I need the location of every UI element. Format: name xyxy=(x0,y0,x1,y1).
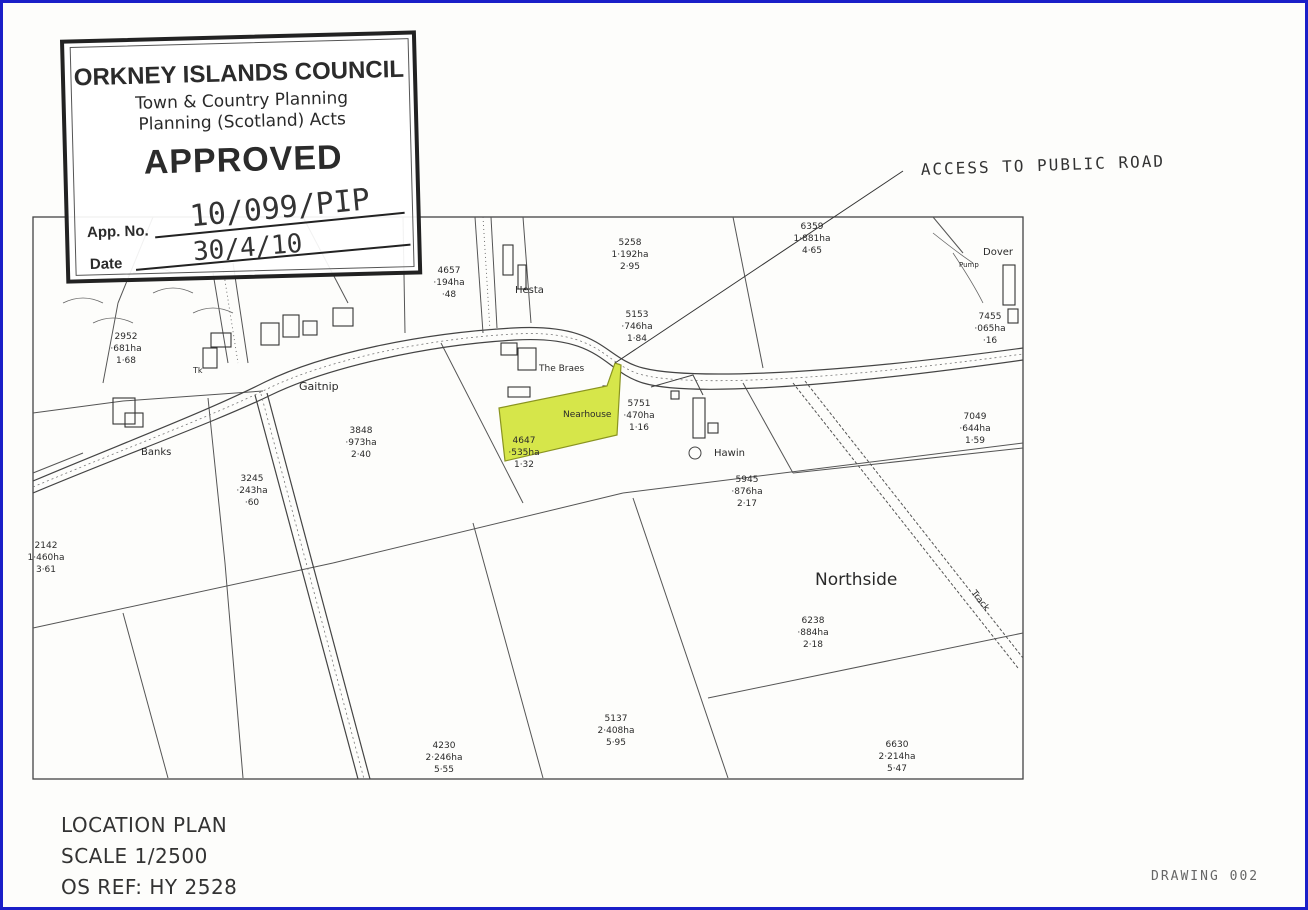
label-hawin: Hawin xyxy=(714,448,745,459)
parcel-3245: 3245·243ha·60 xyxy=(236,474,267,508)
label-banks: Banks xyxy=(141,447,171,458)
label-northside: Northside xyxy=(815,570,897,590)
map-border xyxy=(32,216,1024,780)
parcel-7455: 7455·065ha·16 xyxy=(974,312,1005,346)
access-annotation: ACCESS TO PUBLIC ROAD xyxy=(920,151,1165,179)
main-road xyxy=(32,326,1024,494)
field-boundaries xyxy=(32,216,1024,779)
approval-stamp: ORKNEY ISLANDS COUNCIL Town & Country Pl… xyxy=(59,30,423,284)
label-hesta: Hesta xyxy=(515,285,544,296)
location-map: Hesta The Braes Nearhouse Gaitnip Banks … xyxy=(28,30,1165,780)
label-dover: Dover xyxy=(983,247,1014,258)
caption-scale: SCALE 1/2500 xyxy=(61,844,208,868)
label-braes: The Braes xyxy=(538,364,585,374)
parcel-4657: 4657·194ha·48 xyxy=(433,266,464,300)
label-tk: Tk xyxy=(192,366,203,375)
track xyxy=(792,380,1024,669)
caption-title: LOCATION PLAN xyxy=(61,813,228,837)
side-road xyxy=(254,392,371,780)
stamp-status: APPROVED xyxy=(143,138,343,181)
drawing-number: DRAWING 002 xyxy=(1151,869,1260,884)
stamp-app-label: App. No. xyxy=(87,222,149,241)
caption-os-ref: OS REF: HY 2528 xyxy=(61,875,238,899)
label-pump: Pump xyxy=(959,261,979,269)
label-gaitnip: Gaitnip xyxy=(299,380,339,393)
label-track: Track xyxy=(968,588,991,614)
access-leader-line xyxy=(614,170,904,364)
stamp-date-label: Date xyxy=(90,255,123,273)
label-nearhouse: Nearhouse xyxy=(563,410,612,420)
site-boundary-highlight xyxy=(498,362,622,462)
